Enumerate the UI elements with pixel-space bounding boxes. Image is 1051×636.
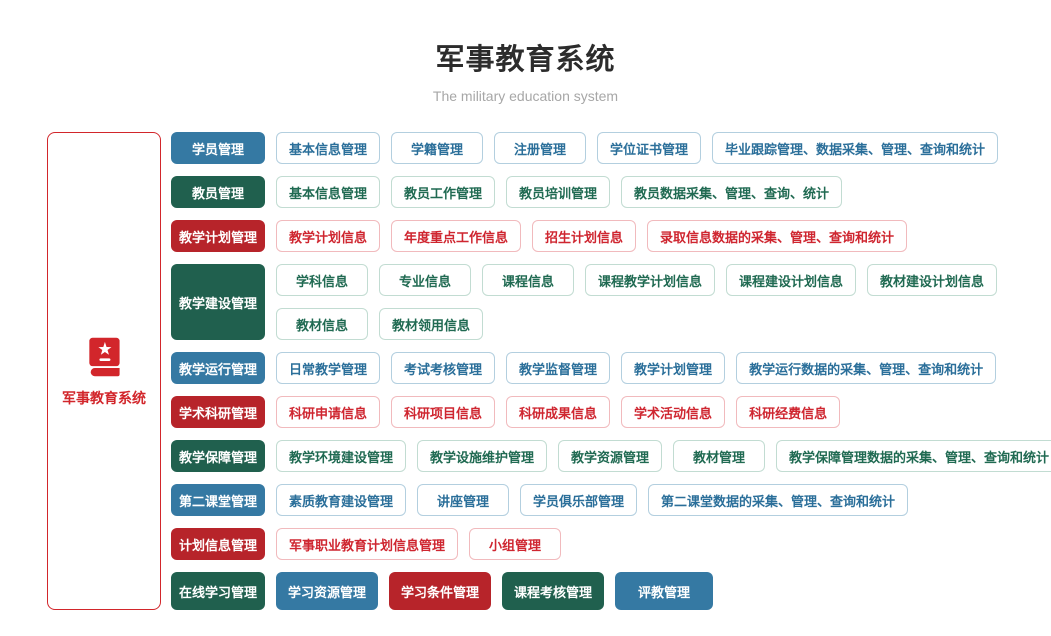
module-button[interactable]: 科研项目信息 — [391, 396, 496, 428]
category-button[interactable]: 学术科研管理 — [171, 396, 265, 428]
page: 军事教育系统 The military education system 军事教… — [0, 36, 1051, 610]
module-button[interactable]: 素质教育建设管理 — [276, 484, 407, 516]
module-button[interactable]: 讲座管理 — [417, 484, 510, 516]
page-subtitle: The military education system — [432, 88, 619, 104]
module-button[interactable]: 招生计划信息 — [532, 220, 637, 252]
module-button[interactable]: 教学设施维护管理 — [417, 440, 548, 472]
category-rows: 学员管理基本信息管理学籍管理注册管理学位证书管理毕业跟踪管理、数据采集、管理、查… — [171, 132, 1051, 610]
category-button[interactable]: 教学保障管理 — [171, 440, 265, 472]
module-button[interactable]: 课程信息 — [482, 264, 574, 296]
category-row: 在线学习管理学习资源管理学习条件管理课程考核管理评教管理 — [171, 572, 1051, 610]
page-title: 军事教育系统 — [435, 44, 616, 76]
module-line: 日常教学管理考试考核管理教学监督管理教学计划管理教学运行数据的采集、管理、查询和… — [276, 352, 997, 384]
module-line: 教材信息教材领用信息 — [276, 308, 997, 340]
category-row: 教学保障管理教学环境建设管理教学设施维护管理教学资源管理教材管理教学保障管理数据… — [171, 440, 1051, 472]
module-button[interactable]: 录取信息数据的采集、管理、查询和统计 — [647, 220, 908, 252]
module-button[interactable]: 基本信息管理 — [276, 176, 381, 208]
module-button[interactable]: 第二课堂数据的采集、管理、查询和统计 — [648, 484, 909, 516]
module-lines: 教学计划信息年度重点工作信息招生计划信息录取信息数据的采集、管理、查询和统计 — [276, 220, 908, 252]
category-button[interactable]: 第二课堂管理 — [171, 484, 265, 516]
system-panel-inner: 军事教育系统 — [62, 334, 146, 408]
category-button[interactable]: 计划信息管理 — [171, 528, 265, 560]
category-button[interactable]: 教学计划管理 — [171, 220, 265, 252]
module-button[interactable]: 教员培训管理 — [506, 176, 611, 208]
category-button[interactable]: 教学建设管理 — [171, 264, 265, 340]
module-button[interactable]: 学术活动信息 — [621, 396, 726, 428]
module-button[interactable]: 教学保障管理数据的采集、管理、查询和统计 — [776, 440, 1051, 472]
module-button[interactable]: 教员工作管理 — [391, 176, 496, 208]
module-button[interactable]: 军事职业教育计划信息管理 — [276, 528, 459, 560]
module-lines: 教学环境建设管理教学设施维护管理教学资源管理教材管理教学保障管理数据的采集、管理… — [276, 440, 1051, 472]
category-row: 第二课堂管理素质教育建设管理讲座管理学员俱乐部管理第二课堂数据的采集、管理、查询… — [171, 484, 1051, 516]
category-row: 教学运行管理日常教学管理考试考核管理教学监督管理教学计划管理教学运行数据的采集、… — [171, 352, 1051, 384]
module-button[interactable]: 小组管理 — [469, 528, 562, 560]
module-button[interactable]: 教学监督管理 — [506, 352, 611, 384]
module-line: 学科信息专业信息课程信息课程教学计划信息课程建设计划信息教材建设计划信息 — [276, 264, 998, 296]
category-row: 计划信息管理军事职业教育计划信息管理小组管理 — [171, 528, 1051, 560]
module-line: 教学计划信息年度重点工作信息招生计划信息录取信息数据的采集、管理、查询和统计 — [276, 220, 908, 252]
module-button[interactable]: 学科信息 — [276, 264, 368, 296]
module-button[interactable]: 教学资源管理 — [558, 440, 663, 472]
module-line: 科研申请信息科研项目信息科研成果信息学术活动信息科研经费信息 — [276, 396, 841, 428]
module-button[interactable]: 年度重点工作信息 — [391, 220, 522, 252]
module-lines: 学科信息专业信息课程信息课程教学计划信息课程建设计划信息教材建设计划信息教材信息… — [276, 264, 998, 340]
category-button[interactable]: 教员管理 — [171, 176, 265, 208]
module-button[interactable]: 课程建设计划信息 — [726, 264, 857, 296]
category-row: 教员管理基本信息管理教员工作管理教员培训管理教员数据采集、管理、查询、统计 — [171, 176, 1051, 208]
module-button[interactable]: 教学计划信息 — [276, 220, 381, 252]
module-lines: 学习资源管理学习条件管理课程考核管理评教管理 — [276, 572, 714, 610]
module-button[interactable]: 教材建设计划信息 — [867, 264, 998, 296]
system-panel: 军事教育系统 — [47, 132, 161, 610]
module-lines: 科研申请信息科研项目信息科研成果信息学术活动信息科研经费信息 — [276, 396, 841, 428]
module-line: 基本信息管理教员工作管理教员培训管理教员数据采集、管理、查询、统计 — [276, 176, 843, 208]
module-button[interactable]: 教学计划管理 — [621, 352, 726, 384]
category-button[interactable]: 教学运行管理 — [171, 352, 265, 384]
module-button[interactable]: 科研申请信息 — [276, 396, 381, 428]
system-panel-label: 军事教育系统 — [62, 390, 146, 406]
module-line: 基本信息管理学籍管理注册管理学位证书管理毕业跟踪管理、数据采集、管理、查询和统计 — [276, 132, 999, 164]
module-button[interactable]: 教学运行数据的采集、管理、查询和统计 — [736, 352, 997, 384]
module-button[interactable]: 教材领用信息 — [379, 308, 484, 340]
module-button[interactable]: 课程考核管理 — [502, 572, 605, 610]
module-button[interactable]: 教材信息 — [276, 308, 368, 340]
module-button[interactable]: 评教管理 — [615, 572, 714, 610]
category-row: 教学计划管理教学计划信息年度重点工作信息招生计划信息录取信息数据的采集、管理、查… — [171, 220, 1051, 252]
module-button[interactable]: 学籍管理 — [391, 132, 484, 164]
module-button[interactable]: 基本信息管理 — [276, 132, 381, 164]
module-line: 教学环境建设管理教学设施维护管理教学资源管理教材管理教学保障管理数据的采集、管理… — [276, 440, 1051, 472]
header: 军事教育系统 The military education system — [0, 36, 1051, 104]
module-line: 素质教育建设管理讲座管理学员俱乐部管理第二课堂数据的采集、管理、查询和统计 — [276, 484, 909, 516]
module-button[interactable]: 教材管理 — [673, 440, 766, 472]
module-line: 军事职业教育计划信息管理小组管理 — [276, 528, 562, 560]
category-row: 学术科研管理科研申请信息科研项目信息科研成果信息学术活动信息科研经费信息 — [171, 396, 1051, 428]
module-lines: 军事职业教育计划信息管理小组管理 — [276, 528, 562, 560]
category-button[interactable]: 学员管理 — [171, 132, 265, 164]
category-row: 教学建设管理学科信息专业信息课程信息课程教学计划信息课程建设计划信息教材建设计划… — [171, 264, 1051, 340]
module-button[interactable]: 考试考核管理 — [391, 352, 496, 384]
module-button[interactable]: 教学环境建设管理 — [276, 440, 407, 472]
module-lines: 素质教育建设管理讲座管理学员俱乐部管理第二课堂数据的采集、管理、查询和统计 — [276, 484, 909, 516]
module-button[interactable]: 学习条件管理 — [389, 572, 492, 610]
module-button[interactable]: 课程教学计划信息 — [585, 264, 716, 296]
module-lines: 基本信息管理学籍管理注册管理学位证书管理毕业跟踪管理、数据采集、管理、查询和统计 — [276, 132, 999, 164]
module-button[interactable]: 专业信息 — [379, 264, 471, 296]
book-star-icon — [89, 337, 120, 377]
module-button[interactable]: 学员俱乐部管理 — [520, 484, 638, 516]
diagram: 军事教育系统 学员管理基本信息管理学籍管理注册管理学位证书管理毕业跟踪管理、数据… — [47, 132, 1051, 610]
category-row: 学员管理基本信息管理学籍管理注册管理学位证书管理毕业跟踪管理、数据采集、管理、查… — [171, 132, 1051, 164]
module-lines: 基本信息管理教员工作管理教员培训管理教员数据采集、管理、查询、统计 — [276, 176, 843, 208]
module-button[interactable]: 科研经费信息 — [736, 396, 841, 428]
module-button[interactable]: 注册管理 — [494, 132, 587, 164]
module-line: 学习资源管理学习条件管理课程考核管理评教管理 — [276, 572, 714, 610]
module-button[interactable]: 学位证书管理 — [597, 132, 702, 164]
module-button[interactable]: 科研成果信息 — [506, 396, 611, 428]
module-button[interactable]: 毕业跟踪管理、数据采集、管理、查询和统计 — [712, 132, 999, 164]
module-button[interactable]: 日常教学管理 — [276, 352, 381, 384]
module-button[interactable]: 教员数据采集、管理、查询、统计 — [621, 176, 843, 208]
module-button[interactable]: 学习资源管理 — [276, 572, 379, 610]
module-lines: 日常教学管理考试考核管理教学监督管理教学计划管理教学运行数据的采集、管理、查询和… — [276, 352, 997, 384]
category-button[interactable]: 在线学习管理 — [171, 572, 265, 610]
